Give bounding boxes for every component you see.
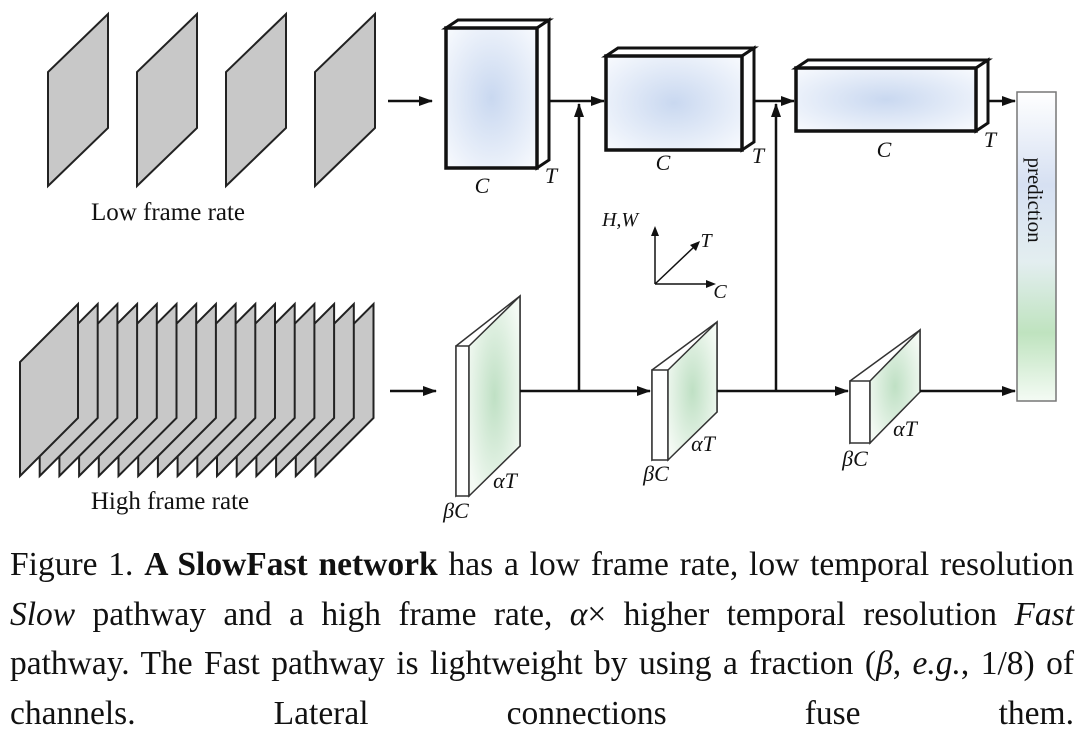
caption-eg: e.g. bbox=[912, 645, 961, 682]
caption-slow: Slow bbox=[10, 595, 76, 633]
fast-block-2 bbox=[651, 320, 718, 462]
caption-title: A SlowFast network bbox=[144, 546, 438, 583]
fast-block-2-beta-label: βC bbox=[642, 461, 669, 486]
prediction-box bbox=[1016, 91, 1057, 402]
axes-legend bbox=[654, 232, 710, 285]
slow-block-3 bbox=[791, 57, 993, 134]
caption-part6: , 1/8) of channels. Lateral connections … bbox=[10, 645, 1074, 732]
slow-block-2 bbox=[601, 45, 759, 153]
fast-block-1-beta-label: βC bbox=[442, 498, 469, 523]
caption-part4: pathway. The Fast pathway is lightweight… bbox=[10, 645, 877, 682]
caption-fast: Fast bbox=[1014, 595, 1074, 633]
axis-c-label: C bbox=[713, 281, 727, 303]
caption-beta: β bbox=[876, 645, 893, 682]
slow-frame bbox=[225, 11, 287, 189]
axis-right-arrowhead bbox=[706, 280, 716, 288]
slow-block-1 bbox=[441, 17, 554, 171]
slow-frame bbox=[136, 11, 198, 189]
caption-times: × bbox=[587, 595, 607, 633]
slow-block-2-t-label: T bbox=[752, 143, 766, 168]
caption-prefix: Figure 1. bbox=[10, 546, 145, 583]
fast-block-1 bbox=[455, 294, 521, 498]
caption-part3: higher temporal resolution bbox=[606, 595, 1015, 633]
slow-block-3-t-label: T bbox=[984, 127, 998, 152]
slow-block-3-c-label: C bbox=[877, 137, 892, 162]
slowfast-diagram: Low frame rate High frame rate C T C T C… bbox=[19, 11, 1057, 523]
fast-block-1-alpha-label: αT bbox=[493, 468, 519, 493]
fast-block-3-alpha-label: αT bbox=[893, 416, 919, 441]
axis-hw-label: H,W bbox=[601, 209, 640, 231]
caption-part5: , bbox=[892, 645, 913, 682]
low-frame-rate-frames bbox=[47, 11, 376, 189]
caption-part1: has a low frame rate, low temporal resol… bbox=[437, 546, 1075, 583]
fast-frame bbox=[19, 301, 79, 479]
fast-block-3-beta-label: βC bbox=[841, 446, 868, 471]
high-frame-rate-frames bbox=[19, 301, 375, 479]
axis-t-label: T bbox=[700, 230, 713, 252]
slow-block-1-t-label: T bbox=[545, 163, 559, 188]
slow-block-2-c-label: C bbox=[656, 150, 671, 175]
slow-block-1-c-label: C bbox=[475, 173, 490, 198]
low-frame-rate-label: Low frame rate bbox=[91, 199, 245, 226]
slow-frame bbox=[314, 11, 376, 189]
axis-diag-arrowhead bbox=[690, 241, 700, 251]
fast-block-2-alpha-label: αT bbox=[691, 431, 717, 456]
prediction-label: prediction bbox=[1023, 157, 1047, 243]
slow-frame bbox=[47, 11, 109, 189]
caption-part2: pathway and a high frame rate, bbox=[75, 595, 570, 633]
axis-up-arrowhead bbox=[651, 226, 659, 236]
caption-alpha: α bbox=[569, 595, 588, 633]
figure-caption: Figure 1. A SlowFast network has a low f… bbox=[10, 540, 1074, 738]
high-frame-rate-label: High frame rate bbox=[91, 488, 249, 515]
